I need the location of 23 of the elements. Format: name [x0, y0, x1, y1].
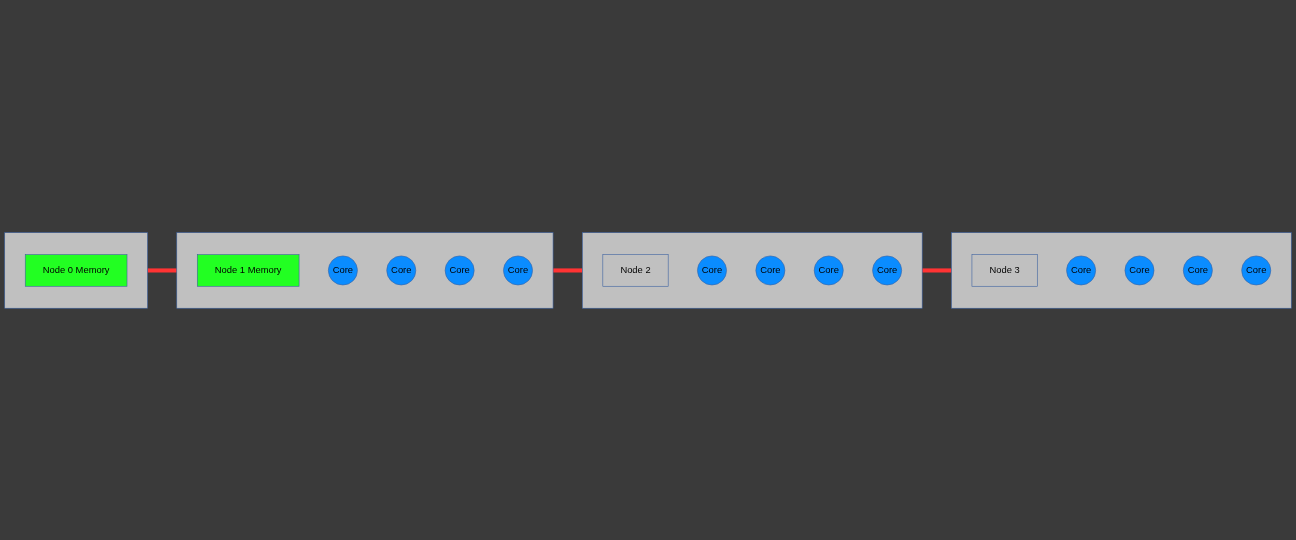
- cluster: [176, 231, 554, 309]
- node-box: Node 3: [971, 253, 1038, 287]
- node-circle: Core: [697, 255, 727, 285]
- node-circle: Core: [444, 255, 475, 285]
- node-circle: Core: [1066, 255, 1096, 285]
- node-circle: Core: [1183, 255, 1213, 285]
- node-circle: Core: [755, 255, 786, 285]
- node-circle: Core: [872, 255, 902, 285]
- node-circle: Core: [1241, 255, 1272, 285]
- node-box: Node 0 Memory: [24, 253, 128, 287]
- node-circle: Core: [813, 255, 844, 285]
- node-circle: Core: [1124, 255, 1155, 285]
- node-circle: Core: [328, 255, 358, 285]
- node-box: Node 1 Memory: [197, 253, 300, 287]
- cluster: [951, 231, 1292, 309]
- connector: [553, 267, 583, 273]
- connector: [147, 267, 177, 273]
- node-circle: Core: [503, 255, 533, 285]
- node-box: Node 2: [602, 253, 669, 287]
- cluster: [4, 231, 148, 309]
- node-circle: Core: [386, 255, 417, 285]
- connector: [922, 267, 952, 273]
- cluster: [582, 231, 923, 309]
